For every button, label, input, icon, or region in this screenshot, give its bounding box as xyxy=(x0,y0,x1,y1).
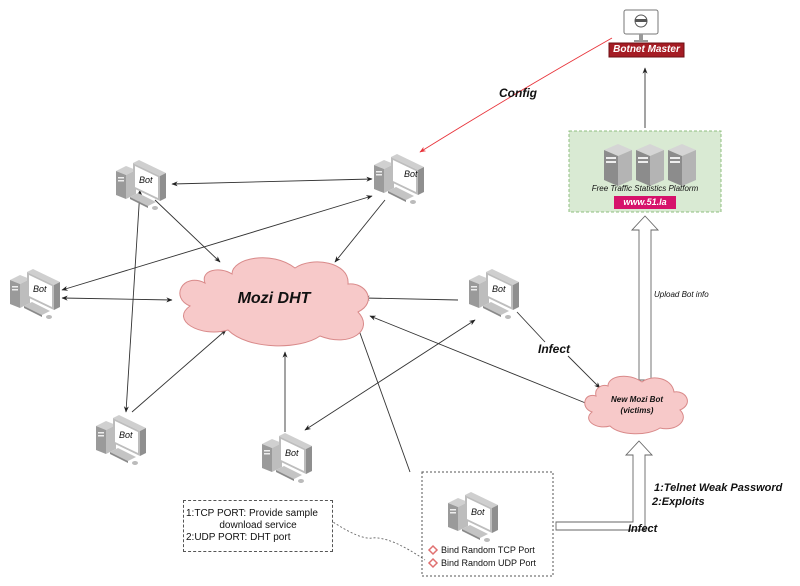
hacker-monitor-icon xyxy=(623,9,659,42)
bot-pc-icon xyxy=(448,492,498,542)
hollow-arrows xyxy=(555,215,660,531)
bot-pc-icon xyxy=(116,160,166,210)
new-bot-label-1: New Mozi Bot xyxy=(611,395,663,404)
bot-pc-icon xyxy=(96,415,146,465)
server-icon xyxy=(668,144,696,186)
edge-tl-tc xyxy=(171,176,373,187)
hollow-arrow-infect xyxy=(555,440,654,531)
methods-line-1: 1:Telnet Weak Password xyxy=(654,482,783,494)
hollow-arrow-upload xyxy=(630,215,660,381)
url-badge-bg xyxy=(614,196,676,209)
bot-label: Bot xyxy=(285,448,299,458)
bot-label: Bot xyxy=(492,284,506,294)
edge-tl-dht xyxy=(154,199,221,263)
edge-bl-dht xyxy=(131,329,227,413)
server-icon xyxy=(604,144,632,186)
bot-pc-icon xyxy=(374,154,424,204)
bind-tcp-port: Bind Random TCP Port xyxy=(441,545,535,555)
edge-left-dht xyxy=(61,295,173,303)
edge-right-newbot xyxy=(516,311,546,343)
port-note-line-3: 2:UDP PORT: DHT port xyxy=(186,532,291,543)
upload-label: Upload Bot info xyxy=(654,290,709,299)
diamond-icon xyxy=(427,557,439,569)
infect-label-bottom: Infect xyxy=(628,523,658,535)
bot-label: Bot xyxy=(119,430,133,440)
edge-source-dht xyxy=(355,321,411,473)
server-icon xyxy=(636,144,664,186)
diamond-icon xyxy=(427,544,439,556)
new-bot-cloud xyxy=(584,375,688,435)
edge-tl-bl xyxy=(123,189,143,413)
edge-right-newbot-b xyxy=(567,355,601,389)
bot-pc-icon xyxy=(262,433,312,483)
mozi-dht-label: Mozi DHT xyxy=(237,290,311,307)
edges xyxy=(61,37,648,561)
edge-right-dht xyxy=(363,295,459,301)
mozi-dht-cloud xyxy=(179,257,369,347)
bot-label: Bot xyxy=(404,169,418,179)
edge-newbot-dht xyxy=(369,315,589,405)
port-note-line-2: download service xyxy=(219,520,297,531)
config-label: Config xyxy=(499,86,537,100)
bot-pc-icon xyxy=(469,269,519,319)
new-bot-label-2: (victims) xyxy=(620,406,654,415)
edge-config xyxy=(419,37,613,153)
bot-label: Bot xyxy=(471,507,485,517)
platform-label: Free Traffic Statistics Platform xyxy=(591,184,699,193)
methods-line-2: 2:Exploits xyxy=(652,496,705,508)
edge-note-connector xyxy=(329,519,426,561)
edge-tc-dht xyxy=(334,199,386,263)
bind-udp-port: Bind Random UDP Port xyxy=(441,558,536,568)
edge-right-bc xyxy=(304,319,476,431)
botnet-master-label: Botnet Master xyxy=(613,44,680,55)
infect-label-right: Infect xyxy=(538,342,571,356)
platform-url: www.51.la xyxy=(623,197,667,207)
bot-label: Bot xyxy=(33,284,47,294)
port-note: 1:TCP PORT: Provide sample download serv… xyxy=(183,500,333,552)
bot-label: Bot xyxy=(139,175,153,185)
botnet-master-badge-bg xyxy=(608,42,685,58)
port-note-line-1: 1:TCP PORT: Provide sample xyxy=(186,508,318,519)
bot-pc-icon xyxy=(10,269,60,319)
edge-left-tc xyxy=(61,195,373,291)
source-box xyxy=(421,471,554,577)
